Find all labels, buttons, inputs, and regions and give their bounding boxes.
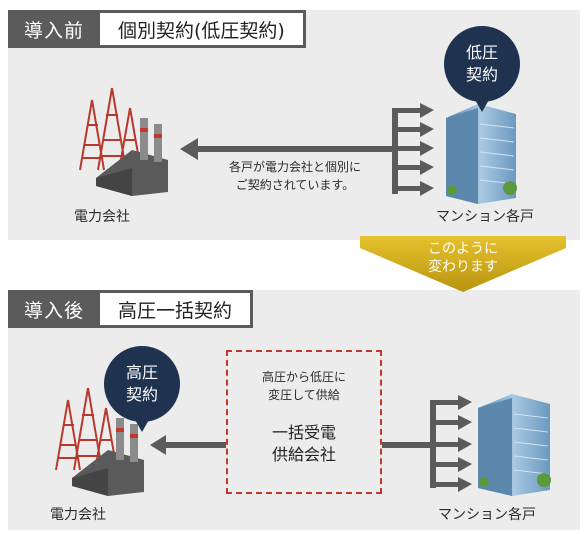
power-company-label-before: 電力会社 — [74, 209, 130, 225]
before-note: 各戸が電力会社と個別に ご契約されています。 — [200, 158, 390, 194]
high-voltage-contract-bubble: 高圧 契約 — [104, 346, 180, 432]
branch-arrows-before — [392, 103, 434, 196]
supplier-name-line-1: 一括受電 — [271, 423, 336, 442]
before-note-line-1: 各戸が電力会社と個別に — [228, 160, 361, 174]
transition-line-2: 変わります — [428, 259, 498, 275]
after-contract-type: 高圧一括契約 — [100, 290, 254, 328]
bubble-line-2: 契約 — [125, 385, 158, 404]
supplier-description-line-2: 変圧して供給 — [268, 388, 340, 402]
apartment-label-before: マンション各戸 — [436, 209, 534, 225]
bubble-line-1: 高圧 — [125, 363, 158, 382]
low-voltage-contract-bubble: 低圧 契約 — [444, 26, 520, 112]
before-header: 導入前 個別契約(低圧契約) — [8, 10, 306, 48]
supplier-name: 一括受電 供給会社 — [228, 422, 380, 466]
after-header: 導入後 高圧一括契約 — [8, 290, 254, 328]
factory-icon-before — [79, 87, 168, 196]
bubble-line-1: 低圧 — [465, 43, 498, 62]
transition-line-1: このように — [428, 241, 498, 257]
power-company-label-after: 電力会社 — [50, 507, 106, 523]
bulk-supplier-box: 高圧から低圧に 変圧して供給 一括受電 供給会社 — [226, 350, 382, 494]
before-note-line-2: ご契約されています。 — [235, 178, 355, 192]
before-tag-label: 導入前 — [8, 10, 101, 48]
apartment-building-icon-before — [446, 104, 517, 204]
after-tag-label: 導入後 — [8, 290, 101, 328]
before-contract-type: 個別契約(低圧契約) — [100, 10, 306, 48]
supplier-name-line-2: 供給会社 — [271, 445, 336, 464]
branch-arrows-after — [430, 395, 472, 492]
contract-arrow-before — [180, 138, 392, 160]
supplier-description: 高圧から低圧に 変圧して供給 — [228, 368, 380, 404]
apartment-label-after: マンション各戸 — [438, 507, 536, 523]
transition-text: このように 変わります — [378, 240, 548, 276]
factory-icon-after — [55, 387, 144, 496]
bubble-line-2: 契約 — [465, 65, 498, 84]
apartment-building-icon-after — [478, 394, 551, 496]
supplier-description-line-1: 高圧から低圧に — [261, 370, 346, 384]
transition-chevron — [360, 236, 566, 292]
